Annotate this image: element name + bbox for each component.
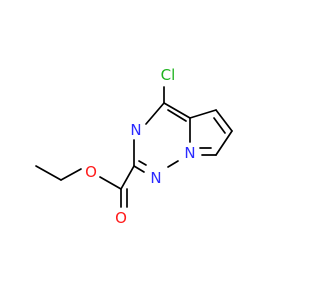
bond-c4-c4a-double [163,102,191,119]
bond-c6-c7 [215,130,233,156]
bond-c4-c4a-double-inner [167,109,187,122]
bond-ch2-ch3 [35,165,62,181]
carbonyl-oxygen-atom-label: O [115,209,127,227]
nitrogen-atom-label: N [130,121,141,139]
bond-nbridge-nlower [167,160,179,168]
bond-nlower-c2-double [133,165,145,173]
ring-nitrogen-atom-label: N [150,169,161,187]
bond-nlower-c2-double-inner [138,160,147,166]
bond-c4a-c5 [189,109,217,119]
bond-c5-c6-double-inner [213,117,226,134]
bond-c2-carbonyl [120,165,135,190]
bond-carbonyl-oether [99,176,122,190]
molecule-canvas: Cl N N N O O [35,66,233,227]
bond-group [35,86,233,208]
bond-ntop-c4 [145,102,165,125]
bond-oether-ch2 [60,168,82,181]
ester-oxygen-atom-label: O [85,163,97,181]
chlorine-atom-label: Cl [161,66,176,84]
bridge-nitrogen-atom-label: N [184,144,195,162]
molecule-structure: Cl N N N O O [35,66,233,227]
bond-c5-c6-double [215,109,233,132]
